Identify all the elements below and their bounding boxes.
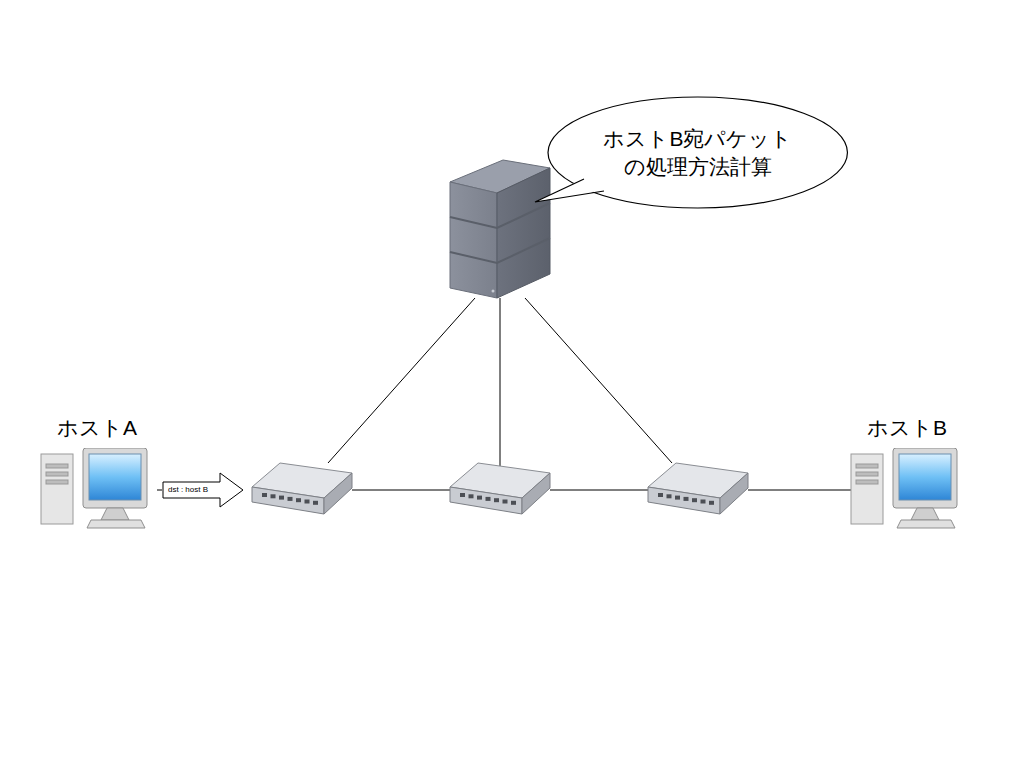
- control-link: [328, 298, 475, 463]
- packet-arrow: dst : host B: [162, 472, 244, 508]
- packet-label: dst : host B: [168, 472, 208, 508]
- computer-icon: [39, 448, 149, 532]
- control-link: [525, 298, 672, 463]
- network-switch: [648, 463, 748, 514]
- host-label: ホストA: [37, 414, 157, 442]
- host-node: ホストA: [37, 414, 157, 534]
- controller-server: [450, 160, 550, 298]
- control-link: [500, 298, 501, 466]
- bubble-outline: [547, 95, 813, 210]
- switch-link: [550, 490, 650, 491]
- computer-icon: [849, 448, 959, 532]
- bubble-text: ホストB宛パケット の処理方法計算: [597, 125, 798, 180]
- host-connector: [157, 490, 162, 491]
- host-node: ホストB: [847, 414, 967, 534]
- host-link: [748, 490, 856, 491]
- network-switch: [252, 463, 352, 514]
- switch-link: [352, 490, 450, 491]
- network-switch: [450, 463, 550, 514]
- speech-bubble: ホストB宛パケット の処理方法計算: [547, 95, 848, 210]
- host-label: ホストB: [847, 414, 967, 442]
